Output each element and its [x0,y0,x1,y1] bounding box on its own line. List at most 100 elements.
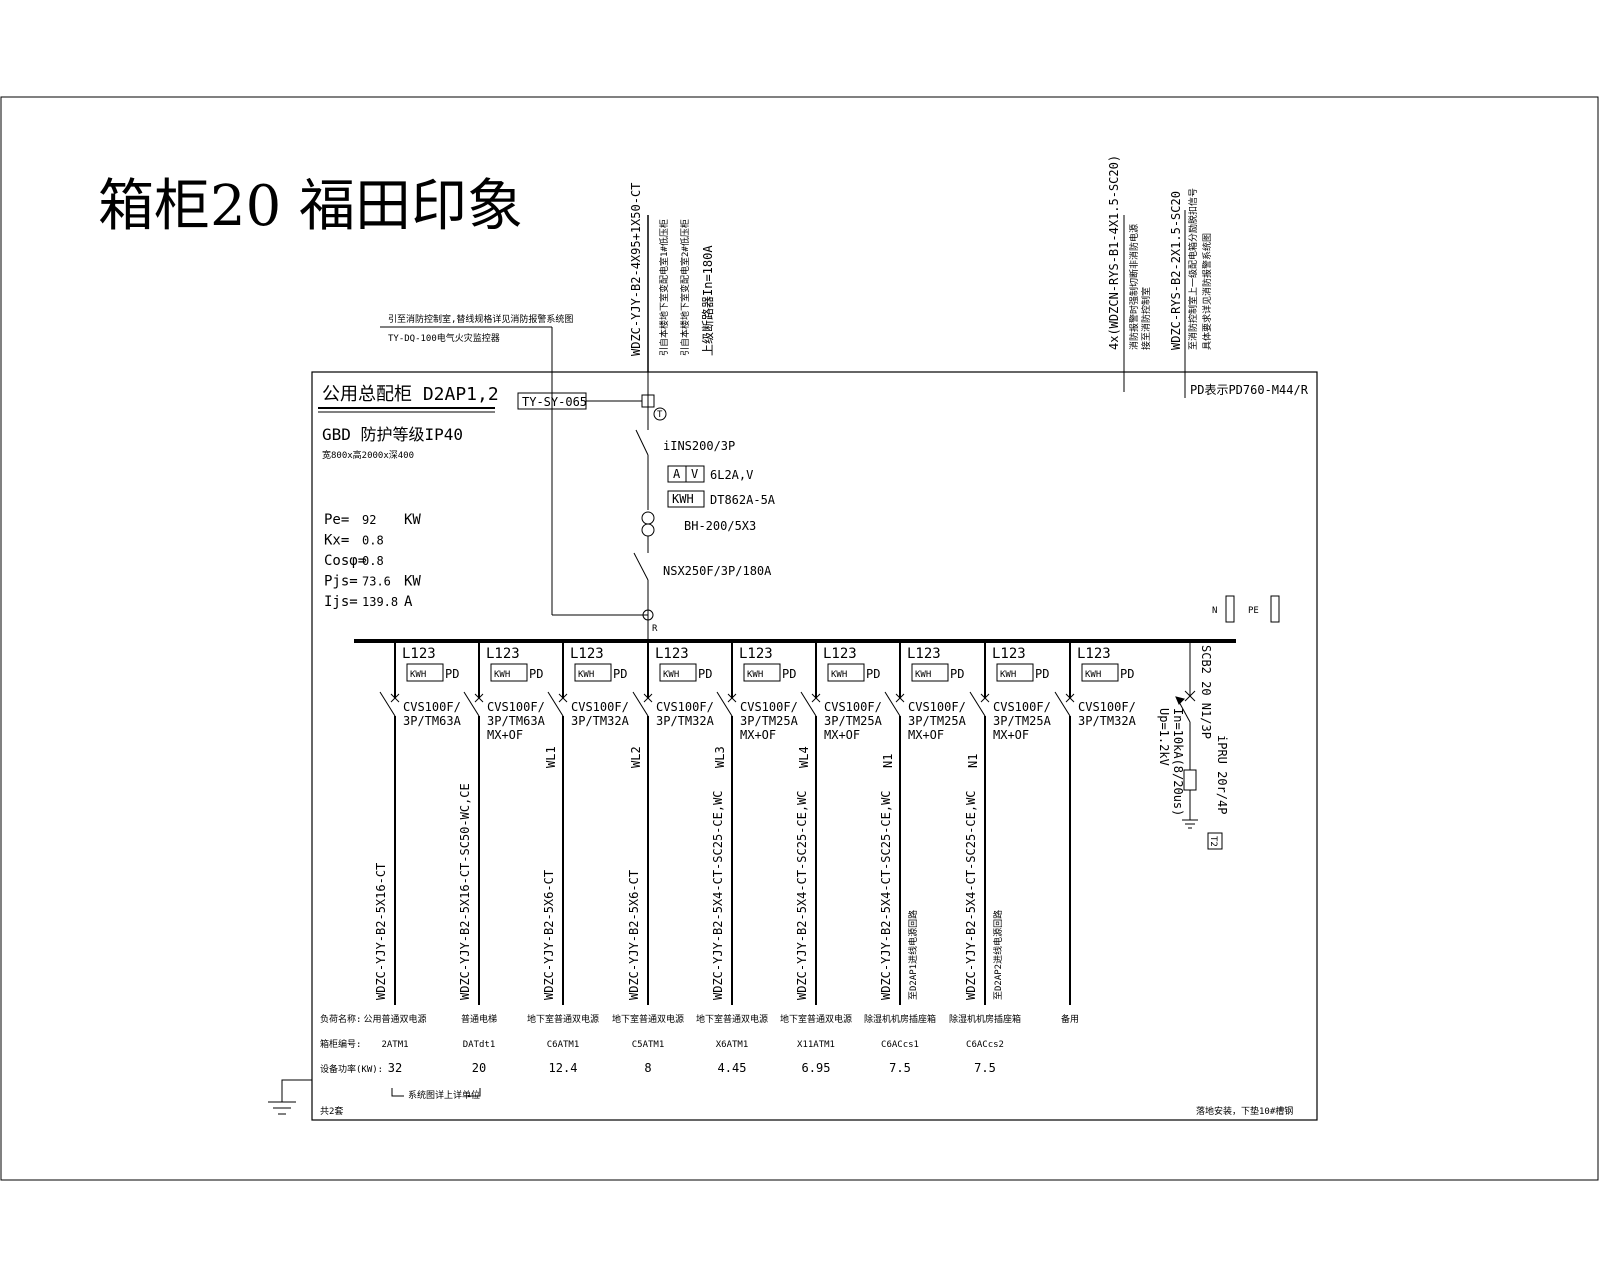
box-code: 2ATM1 [381,1040,408,1050]
breaker-accessory: MX+OF [824,728,860,742]
breaker-model: 3P/TM32A [571,714,630,728]
param-unit: KW [404,574,421,590]
incoming-switch: iINS200/3P [663,439,735,453]
load-name: 备用 [1061,1013,1079,1025]
pd-label: PD [529,667,543,681]
kwh-meter-box [1081,663,1119,682]
load-name: 地下室普通双电源 [527,1013,599,1025]
incoming-cable: WDZC-YJY-B2-4X95+1X50-CT [629,183,643,356]
phase-label: L123 [655,646,689,662]
voltmeter-label: V [691,467,698,481]
feeder-cable: WDZC-YJY-B2-5X6-CT [542,870,556,1000]
load-name: 地下室普通双电源 [612,1013,684,1025]
ground-icon [268,1079,312,1115]
spd-in: In=10kA(8/20us) [1171,708,1185,816]
feeder-cable: WDZC-YJY-B2-5X4-CT-SC25-CE,WC [879,790,893,1000]
param-value: 139.8 [362,595,398,609]
breaker-model: CVS100F/ [1078,700,1136,714]
load-name: 普通电梯 [461,1013,497,1025]
pd-label: PD [782,667,796,681]
incoming-note-1: 引自本楼地下室变配电室1#低压柜 [658,219,670,356]
param-label: Ijs= [324,594,358,610]
breaker-x-mark [727,693,737,703]
drawing-frame [0,96,1599,1181]
breaker-model: CVS100F/ [656,700,714,714]
sensor-label: TY-SY-065 [522,395,587,409]
panel-size: 宽800x高2000x深400 [322,449,414,461]
feeder-cable: WDZC-YJY-B2-5X4-CT-SC25-CE,WC [711,790,725,1000]
n-bar-label: N [1212,606,1217,616]
pd-note: PD表示PD760-M44/R [1190,383,1309,397]
ct-model: BH-200/5X3 [684,519,756,533]
feeder-cable: WDZC-YJY-B2-5X16-CT-SC50-WC,CE [458,783,472,1000]
load-name: 除湿机机房插座箱 [949,1013,1021,1025]
breaker-switch-icon [632,691,649,717]
phase-label: L123 [486,646,520,662]
box-code: X6ATM1 [716,1040,749,1050]
breaker-model: 3P/TM25A [740,714,799,728]
meter-model: 6L2A,V [710,468,753,482]
kwh-meter-label: KWH [1085,670,1101,680]
power-value: 20 [472,1061,486,1075]
kwh-meter-box [406,663,444,682]
feeder-note: 至D2AP2进线电源回路 [992,910,1004,1000]
box-code: C6ATM1 [547,1040,580,1050]
power-value: 12.4 [549,1061,578,1075]
pd-label: PD [613,667,627,681]
breaker-model: CVS100F/ [740,700,798,714]
circuit-number: WL1 [544,746,558,768]
pe-bar [1270,595,1280,623]
circuit-number: N1 [966,754,980,768]
power-value: 32 [388,1061,402,1075]
pe-bar-label: PE [1248,606,1259,616]
breaker-model: 3P/TM25A [993,714,1052,728]
breaker-model: CVS100F/ [824,700,882,714]
power-value: 7.5 [974,1061,996,1075]
kwh-meter-box [574,663,612,682]
phase-label: L123 [402,646,436,662]
kwh-meter-box [659,663,697,682]
box-code: C6ACcs2 [966,1040,1004,1050]
kwh-meter-label: KWH [831,670,847,680]
pd-label: PD [1120,667,1134,681]
breaker-model: 3P/TM25A [824,714,883,728]
footer-left: 共2套 [320,1105,343,1117]
fire-device: TY-DQ-100电气火灾监控器 [388,332,500,344]
kwh-meter-label: KWH [672,492,694,506]
kwh-meter-label: KWH [410,670,426,680]
power-value: 4.45 [718,1061,747,1075]
breaker-model: CVS100F/ [403,700,461,714]
box-code-label: 箱柜编号: [320,1038,361,1050]
breaker-switch-icon [716,691,733,717]
kwh-meter-label: KWH [578,670,594,680]
panel-name: 公用总配柜 D2AP1,2 [322,384,499,405]
box-code: C5ATM1 [632,1040,665,1050]
fire-link-note-2a: 至消防控制室上一级配电箱分励脱扣信号 [1187,188,1199,350]
phase-label: L123 [823,646,857,662]
box-code: DATdt1 [463,1040,496,1050]
circuit-number: WL3 [713,746,727,768]
load-name: 地下室普通双电源 [780,1013,852,1025]
breaker-model: 3P/TM32A [656,714,715,728]
breaker-model: CVS100F/ [487,700,545,714]
breaker-x-mark [643,693,653,703]
breaker-switch-icon [969,691,986,717]
breaker-accessory: MX+OF [487,728,523,742]
breaker-model: 3P/TM25A [908,714,967,728]
kwh-meter-label: KWH [663,670,679,680]
kwh-meter-box [827,663,865,682]
phase-label: L123 [907,646,941,662]
power-value: 8 [644,1061,651,1075]
breaker-x-mark [390,693,400,703]
param-label: Cosφ= [324,553,366,569]
feeder-note: 至D2AP1进线电源回路 [907,910,919,1000]
load-name-label: 负荷名称: [320,1013,361,1025]
feeder-cable: WDZC-YJY-B2-5X4-CT-SC25-CE,WC [964,790,978,1000]
t-mark: T [657,410,663,420]
power-value: 6.95 [802,1061,831,1075]
kwh-meter-box [743,663,781,682]
load-name: 公用普通双电源 [363,1013,426,1025]
